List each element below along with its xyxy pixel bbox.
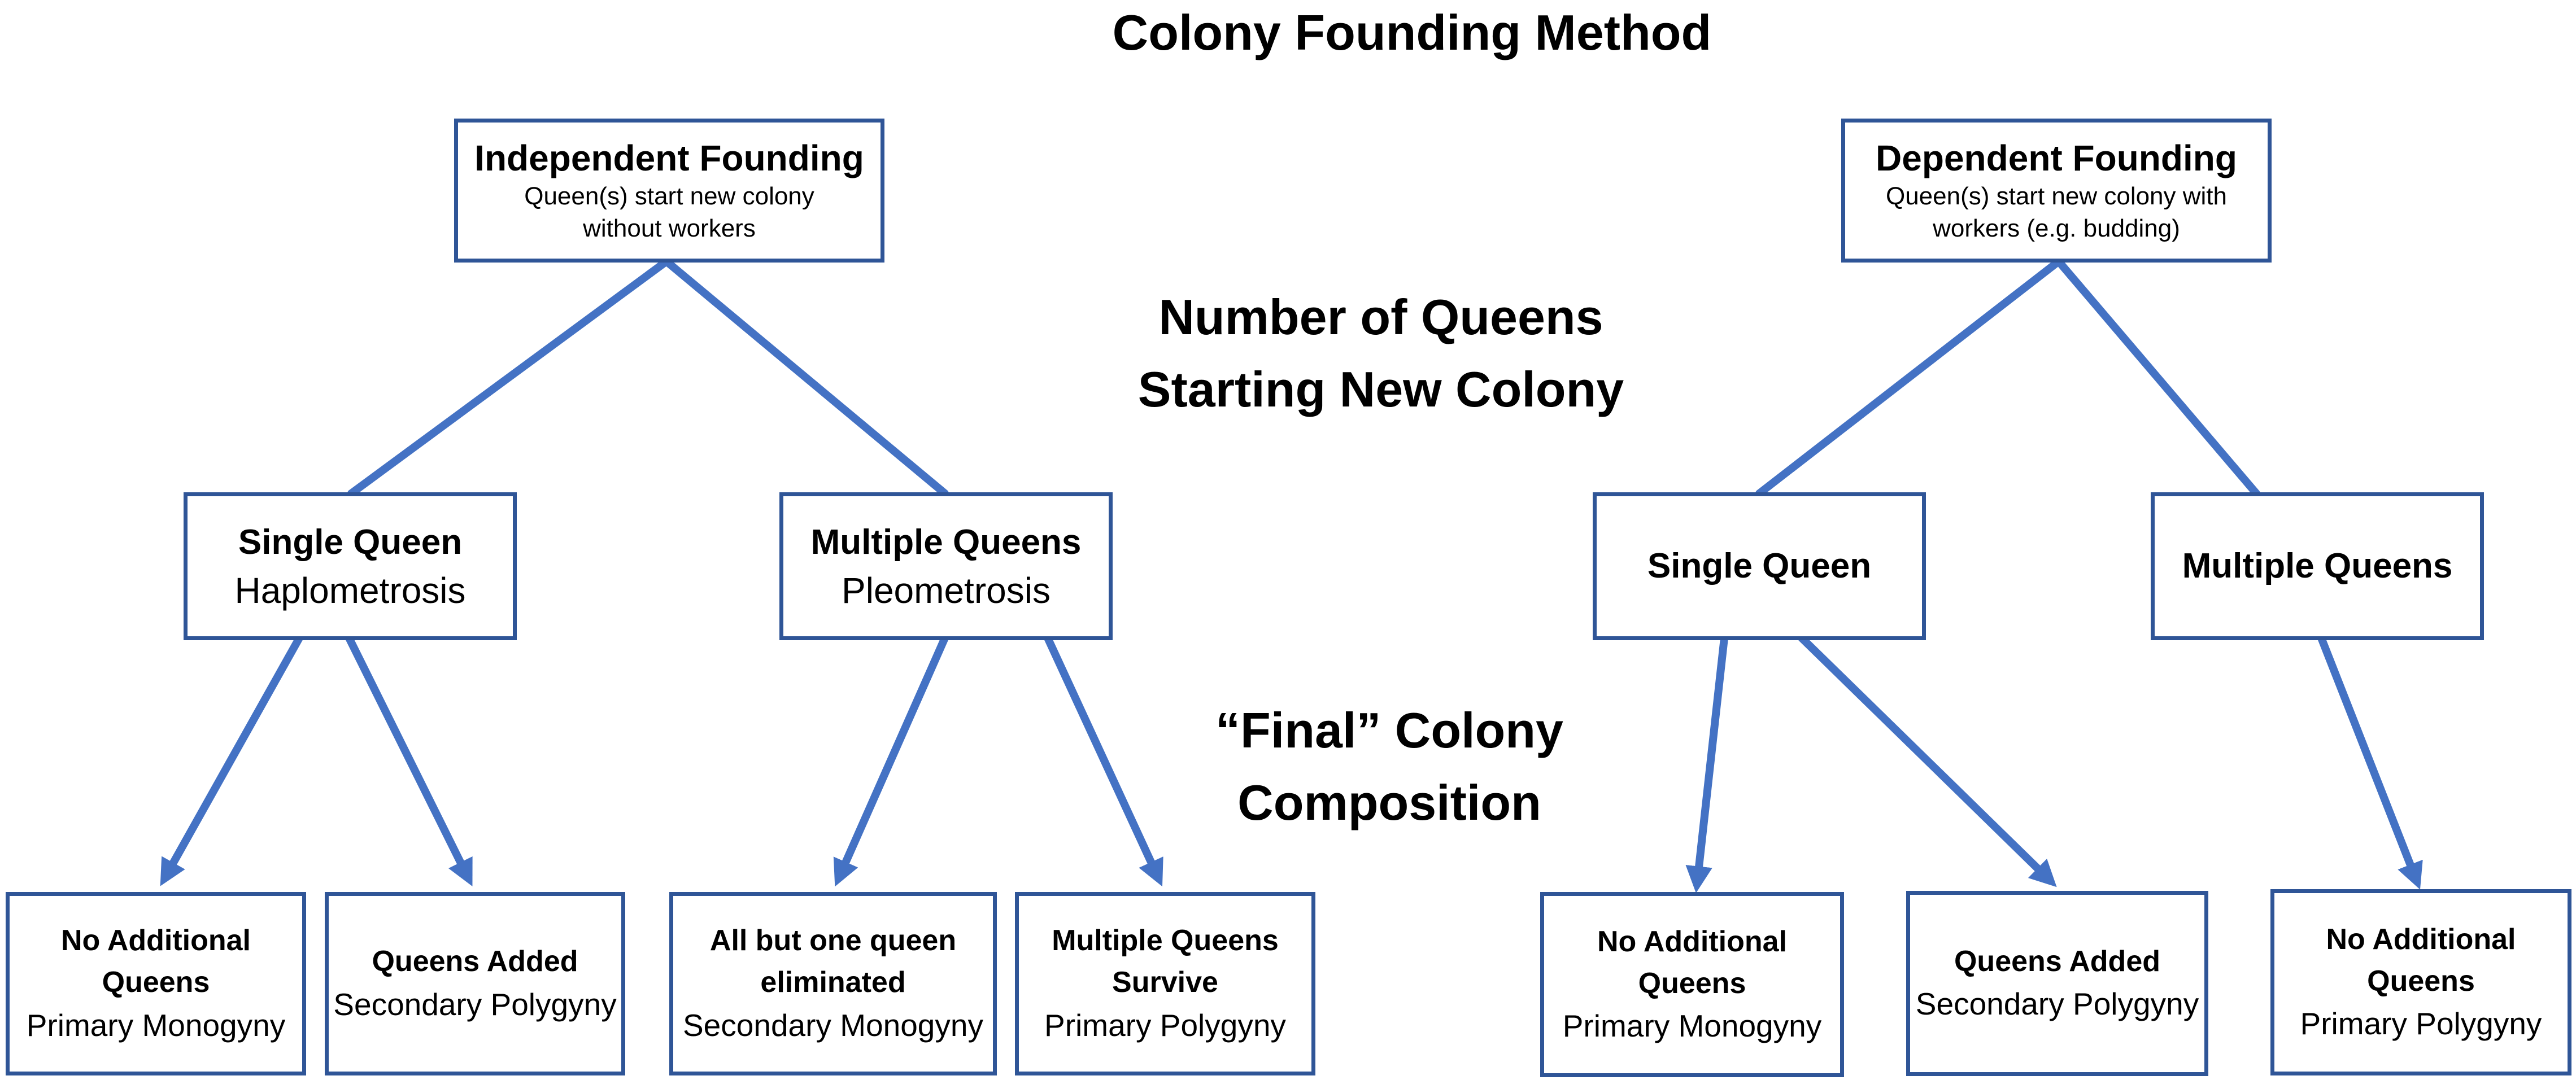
- node-title: Queens: [1638, 967, 1746, 1000]
- node-dependent-outcome-primary-monogyny: No Additional Queens Primary Monogyny: [1540, 892, 1844, 1077]
- node-dependent-outcome-primary-polygyny: No Additional Queens Primary Polygyny: [2270, 889, 2571, 1075]
- node-title: Queens Added: [1954, 945, 2160, 978]
- node-title: eliminated: [760, 966, 906, 999]
- heading-final-colony-composition: “Final” Colony Composition: [1175, 694, 1604, 838]
- node-outcome-primary-monogyny: No Additional Queens Primary Monogyny: [6, 892, 306, 1075]
- heading-final-line2: Composition: [1237, 774, 1541, 830]
- node-outcome-secondary-monogyny: All but one queen eliminated Secondary M…: [669, 892, 997, 1075]
- node-title: No Additional: [2326, 922, 2516, 956]
- node-independent-founding: Independent Founding Queen(s) start new …: [454, 119, 884, 263]
- heading-final-line1: “Final” Colony: [1215, 702, 1563, 758]
- node-subtitle: Primary Polygyny: [2300, 1006, 2542, 1042]
- node-title: Independent Founding: [474, 137, 864, 178]
- node-title: No Additional: [1597, 925, 1788, 958]
- heading-colony-founding-method: Colony Founding Method: [1112, 5, 1712, 60]
- node-title: Queens: [102, 966, 210, 999]
- node-subtitle: Secondary Polygyny: [333, 986, 617, 1022]
- node-dependent-single-queen: Single Queen: [1593, 492, 1926, 640]
- node-dependent-multiple-queens: Multiple Queens: [2151, 492, 2484, 640]
- node-title: No Additional: [60, 924, 251, 957]
- node-description: Queen(s) start new colony with: [1885, 182, 2228, 210]
- node-title: Queens Added: [372, 945, 578, 978]
- node-outcome-secondary-polygyny: Queens Added Secondary Polygyny: [325, 892, 625, 1075]
- connector-dependent-to-multiple: [2055, 257, 2260, 497]
- node-subtitle: Primary Polygyny: [1044, 1007, 1286, 1043]
- node-dependent-outcome-secondary-polygyny: Queens Added Secondary Polygyny: [1906, 891, 2208, 1076]
- node-title: Survive: [1112, 966, 1218, 999]
- connector-independent-to-multiple: [662, 257, 949, 497]
- node-title: Single Queen: [1647, 546, 1872, 585]
- arrow-haplometrosis-to-no-additional: [160, 634, 303, 886]
- node-dependent-founding: Dependent Founding Queen(s) start new co…: [1841, 119, 2272, 263]
- arrow-dependent-single-to-no-additional: [1685, 634, 1728, 893]
- node-title: Multiple Queens: [810, 523, 1082, 562]
- node-description: workers (e.g. budding): [1933, 214, 2180, 242]
- heading-number-of-queens: Number of Queens Starting New Colony: [1090, 281, 1672, 425]
- arrow-dependent-multiple-to-no-additional: [2317, 634, 2423, 890]
- node-title: Queens: [2367, 964, 2475, 998]
- node-title: Dependent Founding: [1876, 137, 2237, 178]
- node-description: Queen(s) start new colony: [524, 182, 814, 210]
- connector-independent-to-single: [347, 257, 670, 497]
- node-title: Single Queen: [238, 523, 463, 562]
- arrow-pleometrosis-to-multiple-survive: [1044, 634, 1163, 887]
- node-subtitle: Secondary Monogyny: [683, 1007, 983, 1043]
- arrow-pleometrosis-to-one-eliminated: [833, 634, 949, 887]
- node-subtitle: Primary Monogyny: [26, 1007, 286, 1043]
- arrow-dependent-single-to-queens-added: [1798, 634, 2057, 887]
- heading-number-of-queens-line2: Starting New Colony: [1137, 361, 1624, 417]
- connector-dependent-to-single: [1755, 257, 2063, 497]
- node-multiple-queens-pleometrosis: Multiple Queens Pleometrosis: [779, 492, 1113, 640]
- node-description: without workers: [583, 214, 756, 242]
- arrow-haplometrosis-to-queens-added: [345, 634, 473, 887]
- node-subtitle: Pleometrosis: [842, 570, 1051, 611]
- node-title: Multiple Queens: [2182, 546, 2453, 585]
- node-outcome-primary-polygyny: Multiple Queens Survive Primary Polygyny: [1015, 892, 1315, 1075]
- node-subtitle: Haplometrosis: [234, 570, 466, 611]
- node-single-queen-haplometrosis: Single Queen Haplometrosis: [184, 492, 517, 640]
- node-subtitle: Secondary Polygyny: [1915, 986, 2199, 1022]
- node-title: Multiple Queens: [1052, 924, 1279, 957]
- heading-number-of-queens-line1: Number of Queens: [1158, 289, 1603, 345]
- node-title: All but one queen: [709, 924, 957, 957]
- node-subtitle: Primary Monogyny: [1562, 1008, 1822, 1044]
